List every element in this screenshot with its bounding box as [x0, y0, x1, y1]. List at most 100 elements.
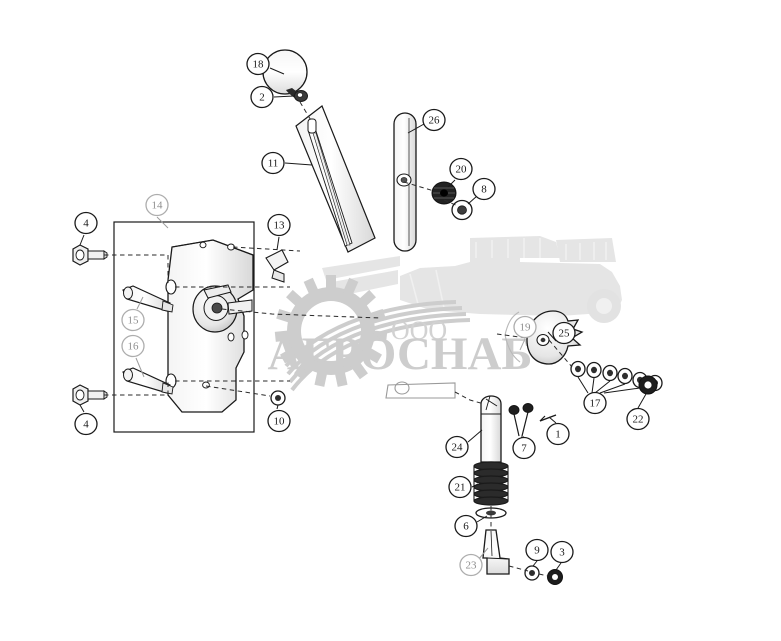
part-24-spring-seat-cylinder [480, 395, 502, 463]
callout-number: 15 [128, 315, 140, 327]
callout-25[interactable]: 25 [552, 321, 576, 345]
part-2-set-screw [294, 90, 308, 102]
leader-20 [447, 179, 456, 188]
callout-20[interactable]: 20 [449, 157, 473, 181]
callout-6[interactable]: 6 [454, 514, 478, 538]
callout-ring [445, 435, 469, 459]
callout-ring [246, 52, 270, 76]
callout-15[interactable]: 15 [121, 308, 145, 332]
part-9-lock-washer [524, 565, 540, 581]
callout-ring [512, 436, 536, 460]
callout-4[interactable]: 4 [74, 211, 98, 235]
axis-lever-to-washer [508, 565, 529, 572]
callout-number: 18 [253, 59, 265, 71]
part-23-pivot-lever [482, 529, 510, 575]
callout-leader-lines [79, 67, 647, 571]
leader-9 [532, 560, 538, 567]
callout-ring [448, 475, 472, 499]
leader-15 [136, 296, 144, 310]
part-4-flange-bolt-lower [72, 384, 108, 406]
callout-number: 22 [633, 414, 644, 426]
callout-21[interactable]: 21 [448, 475, 472, 499]
callout-18[interactable]: 18 [246, 52, 270, 76]
callout-ring [74, 412, 98, 436]
callout-1[interactable]: 1 [546, 422, 570, 446]
callout-number: 16 [128, 341, 140, 353]
callout-number: 20 [456, 164, 468, 176]
callout-number: 6 [463, 521, 469, 533]
part-8-washer [451, 199, 473, 221]
leader-4-lower [79, 404, 85, 413]
part-10-retaining-ring [270, 390, 286, 406]
callout-ring [513, 315, 537, 339]
callout-4[interactable]: 4 [74, 412, 98, 436]
part-7-roll-pin-pair [508, 403, 534, 437]
part-11-lever-arm [295, 105, 376, 253]
assembly-axis-lines [104, 101, 573, 577]
part-6-flat-washer [475, 507, 507, 519]
watermark-agrosnab: ООО АГРОСНАБ [268, 236, 622, 392]
callout-23[interactable]: 23 [459, 553, 483, 577]
leader-10 [276, 404, 279, 410]
callout-number: 24 [452, 442, 464, 454]
part-19-hidden-shaft [504, 311, 521, 363]
axis-bolt-upper [104, 254, 169, 283]
callout-ring [267, 409, 291, 433]
callout-ring [121, 308, 145, 332]
callout-number: 1 [555, 429, 561, 441]
callout-ring [449, 157, 473, 181]
axis-washer-to-nut [538, 573, 549, 577]
washer-4 [617, 367, 633, 385]
callout-19[interactable]: 19 [513, 315, 537, 339]
callout-10[interactable]: 10 [267, 409, 291, 433]
watermark-brand: АГРОСНАБ [268, 328, 533, 380]
callout-number: 9 [534, 545, 540, 557]
leader-21 [471, 483, 479, 488]
callout-number: 11 [268, 158, 279, 170]
leader-11 [284, 162, 313, 166]
callout-8[interactable]: 8 [472, 177, 496, 201]
callout-number: 19 [520, 322, 532, 334]
callout-number: 13 [274, 220, 286, 232]
callout-11[interactable]: 11 [261, 151, 285, 175]
callout-ring [550, 540, 574, 564]
callout-9[interactable]: 9 [525, 538, 549, 562]
callout-16[interactable]: 16 [121, 334, 145, 358]
washer-3 [602, 364, 618, 382]
callout-14[interactable]: 14 [145, 193, 169, 217]
callout-ring [145, 193, 169, 217]
callout-ring [459, 553, 483, 577]
washer-1 [570, 360, 586, 378]
leader-14 [156, 216, 169, 229]
callout-26[interactable]: 26 [422, 108, 446, 132]
callout-2[interactable]: 2 [250, 85, 274, 109]
axis-bolt-lower [104, 379, 169, 396]
callout-7[interactable]: 7 [512, 436, 536, 460]
callout-ring [121, 334, 145, 358]
callout-ring [626, 407, 650, 431]
leader-6 [476, 515, 488, 523]
part-1-cotter-pin [539, 414, 557, 422]
part-15-shoulder-pin [122, 285, 174, 313]
callout-number: 8 [481, 184, 487, 196]
leader-19 [519, 338, 526, 351]
callout-13[interactable]: 13 [267, 213, 291, 237]
callout-ring [583, 391, 607, 415]
axis-cam-to-washers [548, 339, 573, 368]
leader-24 [467, 429, 483, 443]
callout-17[interactable]: 17 [583, 391, 607, 415]
callout-number: 17 [590, 398, 602, 410]
callout-24[interactable]: 24 [445, 435, 469, 459]
callout-ring [552, 321, 576, 345]
callout-3[interactable]: 3 [550, 540, 574, 564]
part-21-compression-spring [473, 461, 509, 506]
swoosh-bands [284, 300, 471, 392]
callout-number: 21 [455, 482, 466, 494]
part-18-knob-ball [262, 49, 308, 99]
callout-number: 25 [559, 328, 571, 340]
callout-22[interactable]: 22 [626, 407, 650, 431]
callout-number: 26 [429, 115, 441, 127]
